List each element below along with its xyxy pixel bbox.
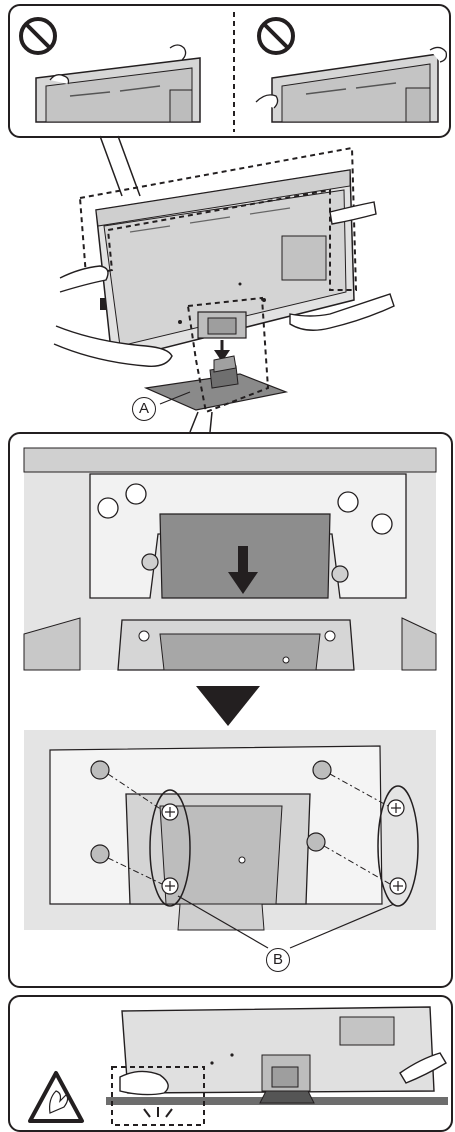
stand-mount xyxy=(198,312,246,362)
stand-fixing-illustration xyxy=(10,434,451,986)
screw-fixing-closeup xyxy=(24,730,436,948)
insertion-closeup xyxy=(24,448,436,670)
pinch-warning-panel xyxy=(8,995,453,1132)
stand-fixing-detail-panel: B xyxy=(8,432,453,988)
callout-a: A xyxy=(132,397,156,421)
pinch-warning-illustration xyxy=(10,997,451,1130)
next-step-triangle-icon xyxy=(196,686,260,726)
pinch-warning-icon xyxy=(30,1073,82,1121)
tv-stand-overview-illustration xyxy=(0,0,455,432)
tv-stand xyxy=(146,356,286,410)
callout-b: B xyxy=(266,948,290,972)
impact-lines xyxy=(144,1107,172,1117)
